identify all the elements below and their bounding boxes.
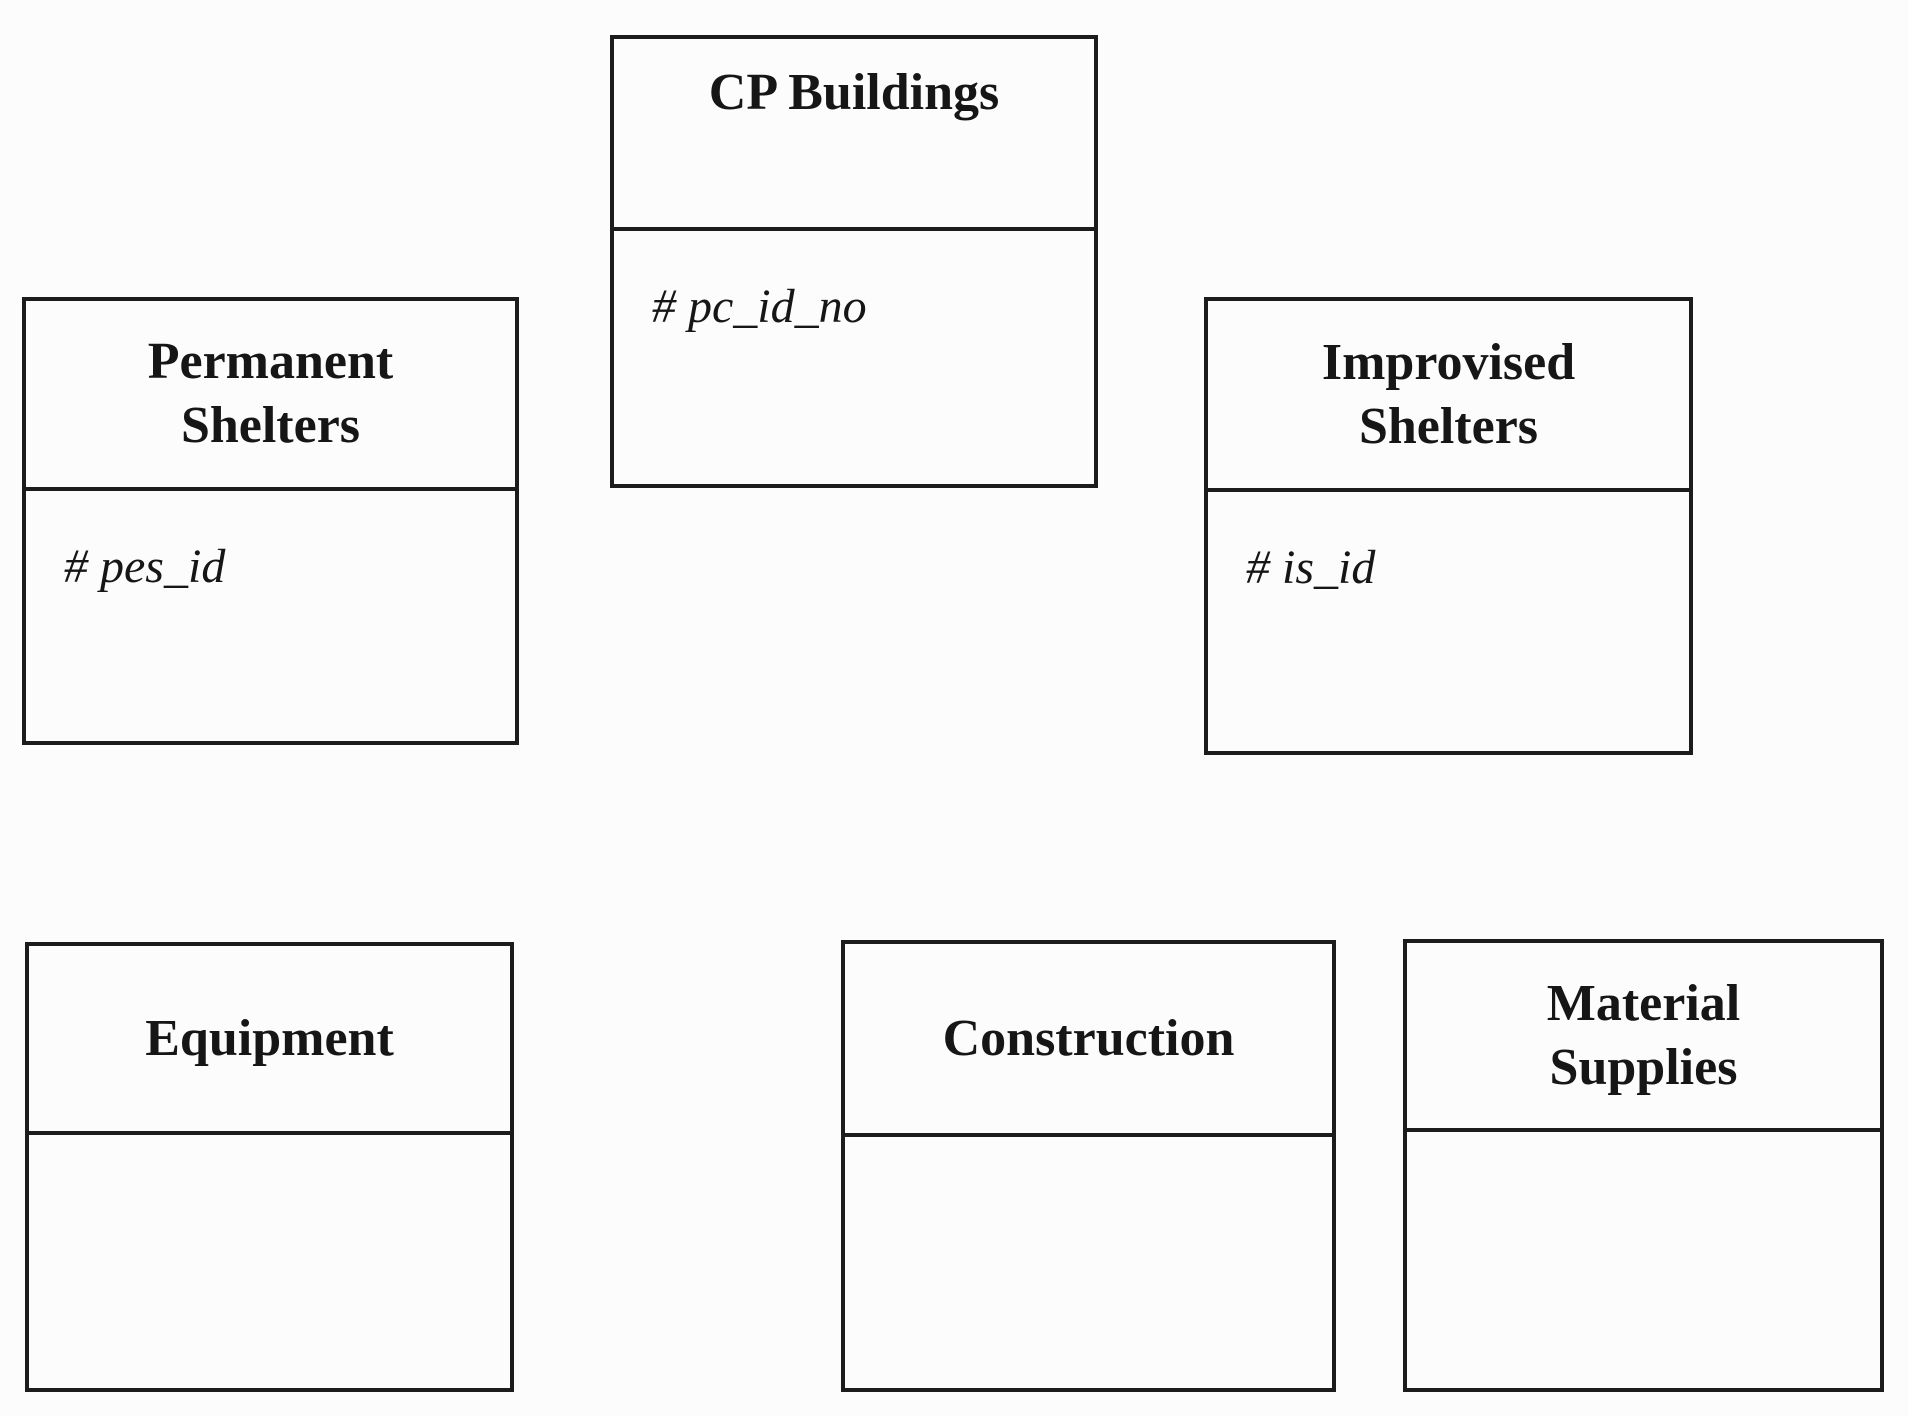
entity-improvised-shelters-header: Improvised Shelters [1208,301,1689,492]
entity-permanent-shelters-attribute-pk: # pes_id [64,540,226,593]
entity-equipment: Equipment [25,942,514,1392]
entity-equipment-header: Equipment [29,946,510,1135]
entity-material-supplies-attributes [1407,1132,1880,1388]
entity-material-supplies-title: Material Supplies [1546,974,1741,1096]
entity-cp-buildings-attributes: # pc_id_no [614,231,1094,484]
entity-permanent-shelters-header: Permanent Shelters [26,301,515,491]
entity-improvised-shelters-attributes: # is_id [1208,492,1689,751]
entity-improvised-shelters: Improvised Shelters # is_id [1204,297,1693,755]
entity-cp-buildings-title: CP Buildings [708,64,1000,121]
entity-material-supplies: Material Supplies [1403,939,1884,1392]
entity-construction-attributes [845,1137,1332,1388]
entity-permanent-shelters-title: Permanent Shelters [147,333,394,454]
entity-improvised-shelters-attribute-pk: # is_id [1246,541,1376,594]
entity-material-supplies-header: Material Supplies [1407,943,1880,1132]
entity-construction: Construction [841,940,1336,1392]
entity-cp-buildings-header: CP Buildings [614,39,1094,231]
entity-equipment-attributes [29,1135,510,1388]
entity-improvised-shelters-title: Improvised Shelters [1321,333,1576,455]
entity-construction-title: Construction [942,1009,1235,1067]
entity-equipment-title: Equipment [145,1009,394,1067]
entity-construction-header: Construction [845,944,1332,1137]
entity-permanent-shelters: Permanent Shelters # pes_id [22,297,519,745]
entity-permanent-shelters-attributes: # pes_id [26,491,515,741]
entity-cp-buildings-attribute-pk: # pc_id_no [652,280,867,333]
entity-cp-buildings: CP Buildings # pc_id_no [610,35,1098,488]
